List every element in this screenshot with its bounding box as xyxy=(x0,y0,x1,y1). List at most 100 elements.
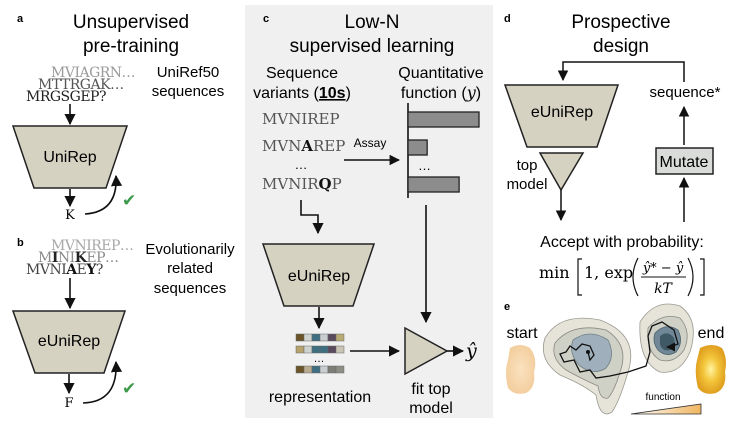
yhat-output: ŷ xyxy=(465,340,477,362)
evo-caption-line3: sequences xyxy=(154,280,227,297)
unirep-model-shape xyxy=(11,125,129,189)
arrow-variants-to-eunirep xyxy=(300,200,324,235)
check-icon: ✔ xyxy=(122,191,136,210)
feedback-arrow-a xyxy=(84,174,123,215)
end-protein-image xyxy=(695,345,726,394)
predicted-token-f: F xyxy=(64,396,73,411)
eunirep-model-shape-c xyxy=(261,243,376,307)
representation-cell xyxy=(311,345,321,354)
mutate-box xyxy=(655,147,714,175)
trajectory-start-point xyxy=(586,350,590,354)
formula-min: min xyxy=(539,263,570,282)
evo-caption-line1: Evolutionarily xyxy=(145,241,235,258)
representation-cell xyxy=(319,345,329,354)
formula-numerator: ŷ* − ŷ xyxy=(642,261,684,276)
formula-denominator: kT xyxy=(654,281,673,297)
variant-seq-1: MVNIREP xyxy=(262,110,340,128)
function-bar-1 xyxy=(407,111,480,128)
representation-cell xyxy=(311,365,321,374)
panel-d-title-line1: Prospective xyxy=(571,12,670,33)
panel-b-letter: b xyxy=(17,237,24,249)
function-bar-2 xyxy=(407,139,428,156)
check-icon: ✔ xyxy=(122,379,136,398)
representation-cell xyxy=(335,333,345,342)
assay-label: Assay xyxy=(354,136,387,150)
fit-top-model-line2: model xyxy=(409,400,453,417)
optimization-trajectory xyxy=(559,321,679,379)
panel-a-letter: a xyxy=(17,13,24,25)
evo-seq-2: MINIKEP… xyxy=(38,250,119,266)
uniref-caption-line2: sequences xyxy=(152,83,225,100)
representation-matrix xyxy=(295,333,345,374)
formula-exp: 1, exp xyxy=(584,263,633,282)
eunirep-model-shape-b xyxy=(11,310,127,374)
representation-cell xyxy=(327,345,337,354)
top-model-triangle-d xyxy=(538,152,585,192)
panel-a: a Unsupervised pre-training MVIAGRN… MTT… xyxy=(11,12,225,223)
variant-ellipsis: … xyxy=(295,157,308,172)
panel-d-title-line2: design xyxy=(593,36,649,57)
formula-right-paren xyxy=(687,257,694,297)
uniref-seq-3: MRGSGEP? xyxy=(26,89,106,105)
eunirep-model-label-c: eUniRep xyxy=(288,268,350,285)
panel-c-background xyxy=(245,5,493,418)
acceptance-formula: min 1, exp ŷ* − ŷ kT xyxy=(539,257,705,297)
panel-c-title-line2: supervised learning xyxy=(290,36,455,57)
formula-right-bracket xyxy=(700,258,705,296)
representation-label: representation xyxy=(269,389,371,406)
panel-e: e start end function xyxy=(504,301,726,415)
representation-cell xyxy=(327,365,337,374)
variants-header-line2: variants (10s) xyxy=(253,85,351,102)
uniref-seq-2: MTTRGAK… xyxy=(38,77,124,93)
fit-top-model-line1: fit top xyxy=(411,381,450,398)
start-protein-image xyxy=(506,345,536,394)
panel-e-letter: e xyxy=(504,301,510,313)
eunirep-model-shape-d xyxy=(503,84,620,148)
panel-d: d Prospective design eUniRep top model s… xyxy=(503,12,721,297)
predicted-token-k: K xyxy=(65,208,75,223)
start-label: start xyxy=(506,325,538,342)
panel-c-title-line1: Low-N xyxy=(345,12,400,33)
landscape-basin-left-inner xyxy=(571,333,612,372)
representation-ellipsis: … xyxy=(314,353,325,365)
representation-cell xyxy=(335,345,345,354)
panel-c-letter: c xyxy=(263,13,269,25)
panel-c: c Low-N supervised learning Sequence var… xyxy=(253,12,484,417)
representation-cell xyxy=(303,365,313,374)
representation-cell xyxy=(327,333,337,342)
variants-header-line1: Sequence xyxy=(266,65,338,82)
representation-cell xyxy=(311,333,321,342)
representation-cell xyxy=(335,365,345,374)
function-legend-label: function xyxy=(645,392,680,403)
function-header-line1: Quantitative xyxy=(398,65,483,82)
top-model-label-line1: top xyxy=(517,157,538,174)
panel-a-title-line1: Unsupervised xyxy=(73,12,189,33)
feedback-arrow-b xyxy=(82,360,123,404)
function-bars xyxy=(407,111,480,193)
uniref-caption-line1: UniRef50 xyxy=(157,64,220,81)
eunirep-model-label-b: eUniRep xyxy=(38,333,100,350)
evo-seq-1: MVNIREP… xyxy=(51,238,133,254)
panel-b: b MVNIREP… MINIKEP… MVNIAEY? Evolutionar… xyxy=(11,237,235,411)
representation-cell xyxy=(295,345,305,354)
variant-seq-3: MVNIRQP xyxy=(262,175,342,193)
bar-ellipsis: … xyxy=(418,158,431,173)
function-header-line2: function (y) xyxy=(401,83,481,102)
end-label: end xyxy=(698,325,725,342)
unirep-model-label: UniRep xyxy=(43,149,96,166)
top-model-triangle-c xyxy=(404,326,449,376)
sequence-star-label: sequence* xyxy=(650,84,721,101)
top-model-label-line2: model xyxy=(507,176,548,193)
eunirep-model-label-d: eUniRep xyxy=(531,104,593,121)
accept-label: Accept with probability: xyxy=(540,234,704,251)
representation-cell xyxy=(303,345,313,354)
panel-a-title-line2: pre-training xyxy=(83,36,179,57)
function-gradient-wedge xyxy=(630,403,702,415)
representation-cell xyxy=(319,365,329,374)
loop-arrow-to-eunirep xyxy=(557,61,685,82)
formula-left-paren xyxy=(632,257,639,297)
panel-d-letter: d xyxy=(504,13,511,25)
representation-cell xyxy=(295,365,305,374)
mutate-label: Mutate xyxy=(660,154,709,171)
